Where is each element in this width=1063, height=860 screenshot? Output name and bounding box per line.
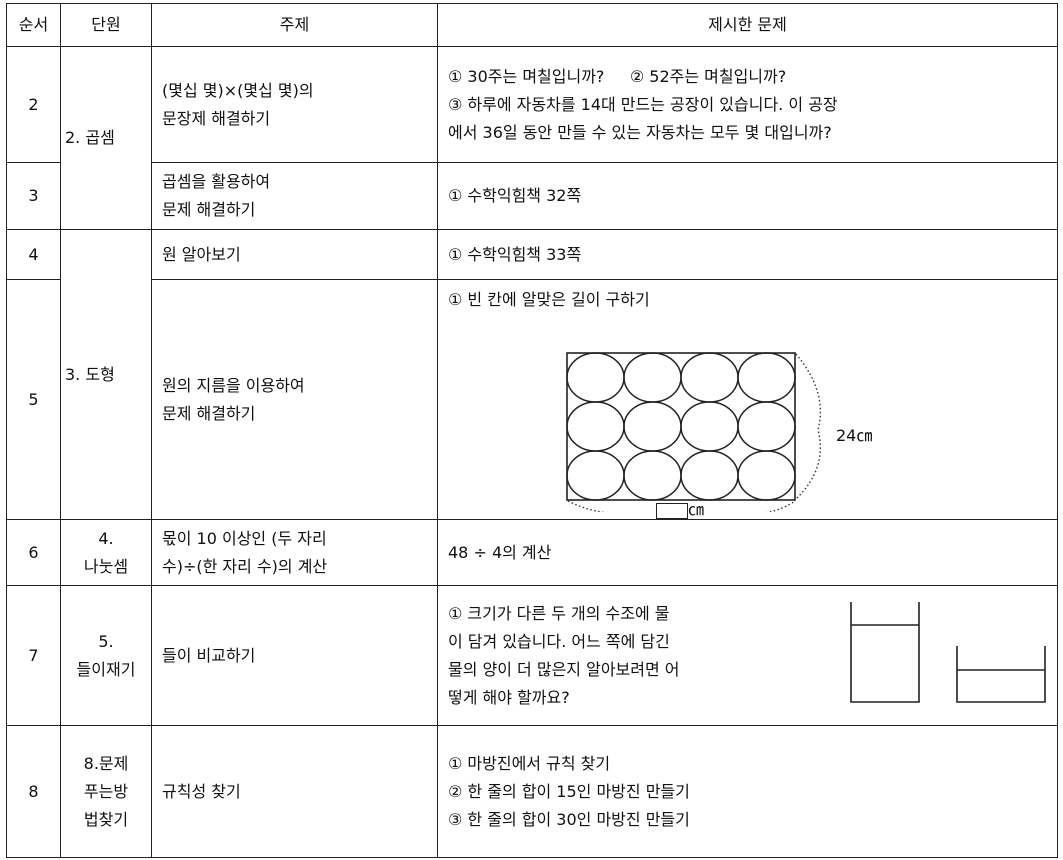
problem-line: ② 한 줄의 합이 15인 마방진 만들기 — [448, 781, 690, 801]
problem-line: 이 담겨 있습니다. 어느 쪽에 담긴 — [448, 631, 670, 651]
table-row: 8 8.문제 푸는방 법찾기 규칙성 찾기 ① 마방진에서 규칙 찾기 ② 한 … — [6, 725, 1058, 858]
tank-wide — [956, 646, 1046, 703]
problem-cell: 48 ÷ 4의 계산 — [437, 519, 1058, 586]
circle — [623, 401, 682, 452]
table-row: 4 3. 도형 원 알아보기 ① 수학익힘책 33쪽 — [6, 229, 1058, 520]
unit-line: 법찾기 — [83, 809, 129, 829]
order-cell: 2 — [6, 46, 61, 163]
vertical-dimension — [795, 353, 822, 500]
topic-cell: 규칙성 찾기 — [151, 725, 438, 858]
problem-line: 떻게 해야 할까요? — [448, 687, 570, 707]
problem-line: ① 크기가 다른 두 개의 수조에 물 — [448, 603, 670, 623]
problem-line: ① 마방진에서 규칙 찾기 — [448, 753, 611, 773]
header-problem: 제시한 문제 — [437, 3, 1058, 47]
topic-cell: 곱셈을 활용하여 문제 해결하기 — [151, 162, 438, 230]
unit-cell: 3. 도형 — [60, 229, 152, 520]
table-row: 6 4. 나눗셈 몫이 10 이상인 (두 자리 수)÷(한 자리 수)의 계산… — [6, 519, 1058, 586]
circle-figure: 24㎝ ㎝ — [448, 314, 1047, 519]
topic-line: 수)÷(한 자리 수)의 계산 — [162, 556, 328, 576]
circle-group — [566, 352, 796, 501]
unit-line: 4. — [98, 528, 114, 548]
unit-cell: 8.문제 푸는방 법찾기 — [60, 725, 152, 858]
header-row: 순서 단원 주제 제시한 문제 — [6, 3, 1058, 47]
order-cell: 7 — [6, 585, 61, 726]
problem-cell: ① 크기가 다른 두 개의 수조에 물 이 담겨 있습니다. 어느 쪽에 담긴 … — [437, 585, 1058, 726]
topic-line: 문장제 해결하기 — [162, 108, 271, 128]
topic-cell: 원의 지름을 이용하여 문제 해결하기 — [151, 279, 438, 520]
unit-cell: 4. 나눗셈 — [60, 519, 152, 586]
topic-line: 규칙성 찾기 — [162, 781, 241, 801]
circle — [623, 450, 682, 501]
order-cell: 6 — [6, 519, 61, 586]
problem-line: 48 ÷ 4의 계산 — [448, 542, 552, 562]
circle — [737, 450, 796, 501]
topic-line: (몇십 몇)×(몇십 몇)의 — [162, 80, 314, 100]
topic-line: 원 알아보기 — [162, 244, 241, 264]
blank-box[interactable] — [656, 502, 688, 519]
topic-line: 들이 비교하기 — [162, 645, 256, 665]
problem-cell: ① 수학익힘책 32쪽 — [437, 162, 1058, 230]
order-cell: 3 — [6, 162, 61, 230]
problem-cell: ① 수학익힘책 33쪽 — [437, 229, 1058, 280]
unit-line: 나눗셈 — [83, 556, 129, 576]
unit-cell: 2. 곱셈 — [60, 46, 152, 230]
problem-line: ① 수학익힘책 33쪽 — [448, 244, 582, 264]
curriculum-table: 순서 단원 주제 제시한 문제 2 2. 곱셈 (몇십 몇)×(몇십 몇)의 문… — [6, 3, 1058, 858]
side-length-label: 24㎝ — [836, 426, 873, 445]
table-row: 3 곱셈을 활용하여 문제 해결하기 ① 수학익힘책 32쪽 — [6, 162, 1058, 230]
table-row: 5 원의 지름을 이용하여 문제 해결하기 ① 빈 칸에 알맞은 길이 구하기 … — [6, 279, 1058, 520]
tank-tall — [850, 602, 920, 703]
header-order: 순서 — [6, 3, 61, 47]
topic-line: 몫이 10 이상인 (두 자리 — [162, 528, 327, 548]
water-tanks — [850, 602, 1046, 703]
topic-line: 원의 지름을 이용하여 — [162, 375, 305, 395]
unit-line: 5. — [98, 631, 114, 651]
topic-line: 곱셈을 활용하여 — [162, 172, 271, 191]
problem-line: ① 30주는 며칠입니까? ② 52주는 며칠입니까? — [448, 66, 787, 86]
topic-cell: 들이 비교하기 — [151, 585, 438, 726]
order-cell: 8 — [6, 725, 61, 858]
table-row: 2 2. 곱셈 (몇십 몇)×(몇십 몇)의 문장제 해결하기 ① 30주는 며… — [6, 46, 1058, 230]
circle — [566, 450, 625, 501]
problem-line: ③ 하루에 자동차를 14대 만드는 공장이 있습니다. 이 공장 — [448, 94, 838, 114]
circle — [680, 401, 739, 452]
header-unit: 단원 — [60, 3, 152, 47]
problem-line: ① 빈 칸에 알맞은 길이 구하기 — [448, 290, 650, 309]
topic-cell: (몇십 몇)×(몇십 몇)의 문장제 해결하기 — [151, 46, 438, 163]
bottom-unit-text: ㎝ — [688, 500, 705, 519]
circle — [737, 401, 796, 452]
problem-line: 에서 36일 동안 만들 수 있는 자동차는 모두 몇 대입니까? — [448, 122, 832, 142]
topic-line: 문제 해결하기 — [162, 200, 256, 219]
problem-cell: ① 빈 칸에 알맞은 길이 구하기 24㎝ ㎝ — [437, 279, 1058, 520]
header-topic: 주제 — [151, 3, 438, 47]
circle — [566, 352, 625, 403]
problem-cell: ① 30주는 며칠입니까? ② 52주는 며칠입니까? ③ 하루에 자동차를 1… — [437, 46, 1058, 163]
topic-cell: 원 알아보기 — [151, 229, 438, 280]
problem-line: 물의 양이 더 많은지 알아보려면 어 — [448, 659, 680, 679]
table-row: 7 5. 들이재기 들이 비교하기 ① 크기가 다른 두 개의 수조에 물 이 … — [6, 585, 1058, 726]
topic-cell: 몫이 10 이상인 (두 자리 수)÷(한 자리 수)의 계산 — [151, 519, 438, 586]
problem-line: ③ 한 줄의 합이 30인 마방진 만들기 — [448, 809, 690, 829]
unit-cell: 5. 들이재기 — [60, 585, 152, 726]
problem-line: ① 수학익힘책 32쪽 — [448, 186, 582, 205]
bottom-length-label: ㎝ — [656, 496, 704, 524]
circle — [566, 401, 625, 452]
problem-cell: ① 마방진에서 규칙 찾기 ② 한 줄의 합이 15인 마방진 만들기 ③ 한 … — [437, 725, 1058, 858]
circle — [737, 352, 796, 403]
topic-line: 문제 해결하기 — [162, 403, 256, 423]
circle — [680, 450, 739, 501]
order-cell: 4 — [6, 229, 61, 280]
unit-line: 8.문제 — [83, 753, 129, 773]
order-cell: 5 — [6, 279, 61, 520]
unit-line: 들이재기 — [76, 659, 136, 679]
circle-grid — [566, 352, 822, 512]
circle — [623, 352, 682, 403]
unit-line: 푸는방 — [83, 781, 129, 801]
circle — [680, 352, 739, 403]
